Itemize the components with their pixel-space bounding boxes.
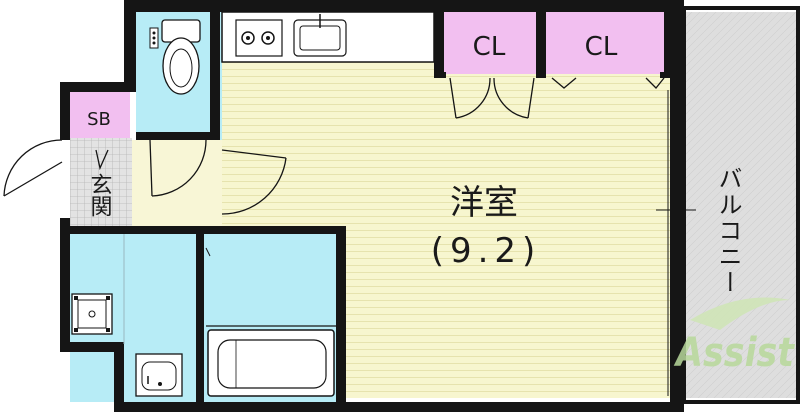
closet-left-label: CL [473,32,506,62]
shoe-box-label: SB [87,109,111,130]
assist-logo: Assist [673,297,796,376]
kitchen-counter [221,11,435,63]
entrance-label: 玄関 [87,173,112,217]
western-room-size: (9.2) [431,231,542,271]
toilet [149,19,201,95]
balcony-label: バルコニー [714,166,742,296]
sliding-window [656,90,696,396]
western-room-label: 洋室 [450,183,518,223]
closet-right-label: CL [585,32,618,62]
doors [3,77,665,215]
balcony-fill [684,12,798,398]
hallway-fill [130,140,222,232]
entrance-fill [70,138,132,226]
closet-right-fill [546,12,670,74]
shoe-box-fill [70,92,130,138]
balcony-outline [682,6,800,404]
closet-left-fill [440,12,542,74]
bathtub [206,325,336,397]
wash-basin [135,353,183,397]
washer-pan [71,293,113,335]
assist-logo-text: Assist [673,330,795,376]
